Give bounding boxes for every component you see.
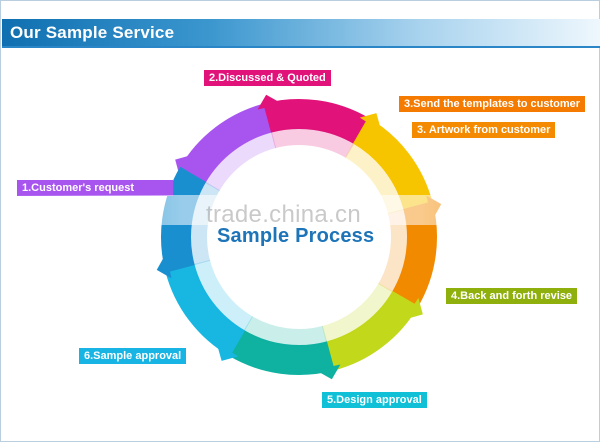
- ring-arrow: [257, 94, 283, 110]
- ring-inner-highlight: [192, 259, 253, 333]
- step-1-customer-request: 1.Customer's request: [17, 180, 173, 196]
- step-4-back-and-forth-revise: 4.Back and forth revise: [446, 288, 578, 304]
- step-3-artwork-from-customer: 3. Artwork from customer: [412, 122, 556, 138]
- ring-segment: [391, 201, 437, 308]
- ring-inner-highlight: [203, 130, 277, 191]
- center-title: Sample Process: [217, 225, 375, 247]
- ring-arrow: [315, 364, 341, 380]
- step-6-sample-approval: 6.Sample approval: [79, 348, 187, 364]
- step-3-send-templates: 3.Send the templates to customer: [399, 96, 586, 112]
- ring-inner-highlight: [378, 208, 409, 293]
- ring-arrow: [216, 342, 239, 361]
- ring-segment: [165, 263, 245, 357]
- ring-arrow: [404, 297, 423, 320]
- ring-segment: [325, 291, 419, 371]
- ring-inner-highlight: [243, 316, 328, 347]
- ring-arrow: [359, 113, 382, 132]
- step-5-design-approval: 5.Design approval: [322, 392, 427, 408]
- header-divider: [2, 46, 600, 48]
- ring-segment: [179, 103, 273, 183]
- watermark: trade.china.cn: [206, 201, 361, 228]
- step-2-discussed-quoted: 2.Discussed & Quoted: [204, 70, 331, 86]
- ring-inner-highlight: [321, 283, 395, 344]
- header-bar: Our Sample Service: [2, 19, 600, 46]
- ring-arrow: [156, 253, 172, 279]
- page-title: Our Sample Service: [10, 23, 175, 42]
- ring-inner-highlight: [270, 126, 355, 158]
- ring-segment: [228, 329, 335, 375]
- ring-segment: [263, 99, 370, 145]
- ring-segment: [353, 117, 433, 211]
- ring-inner-disc: [191, 129, 407, 345]
